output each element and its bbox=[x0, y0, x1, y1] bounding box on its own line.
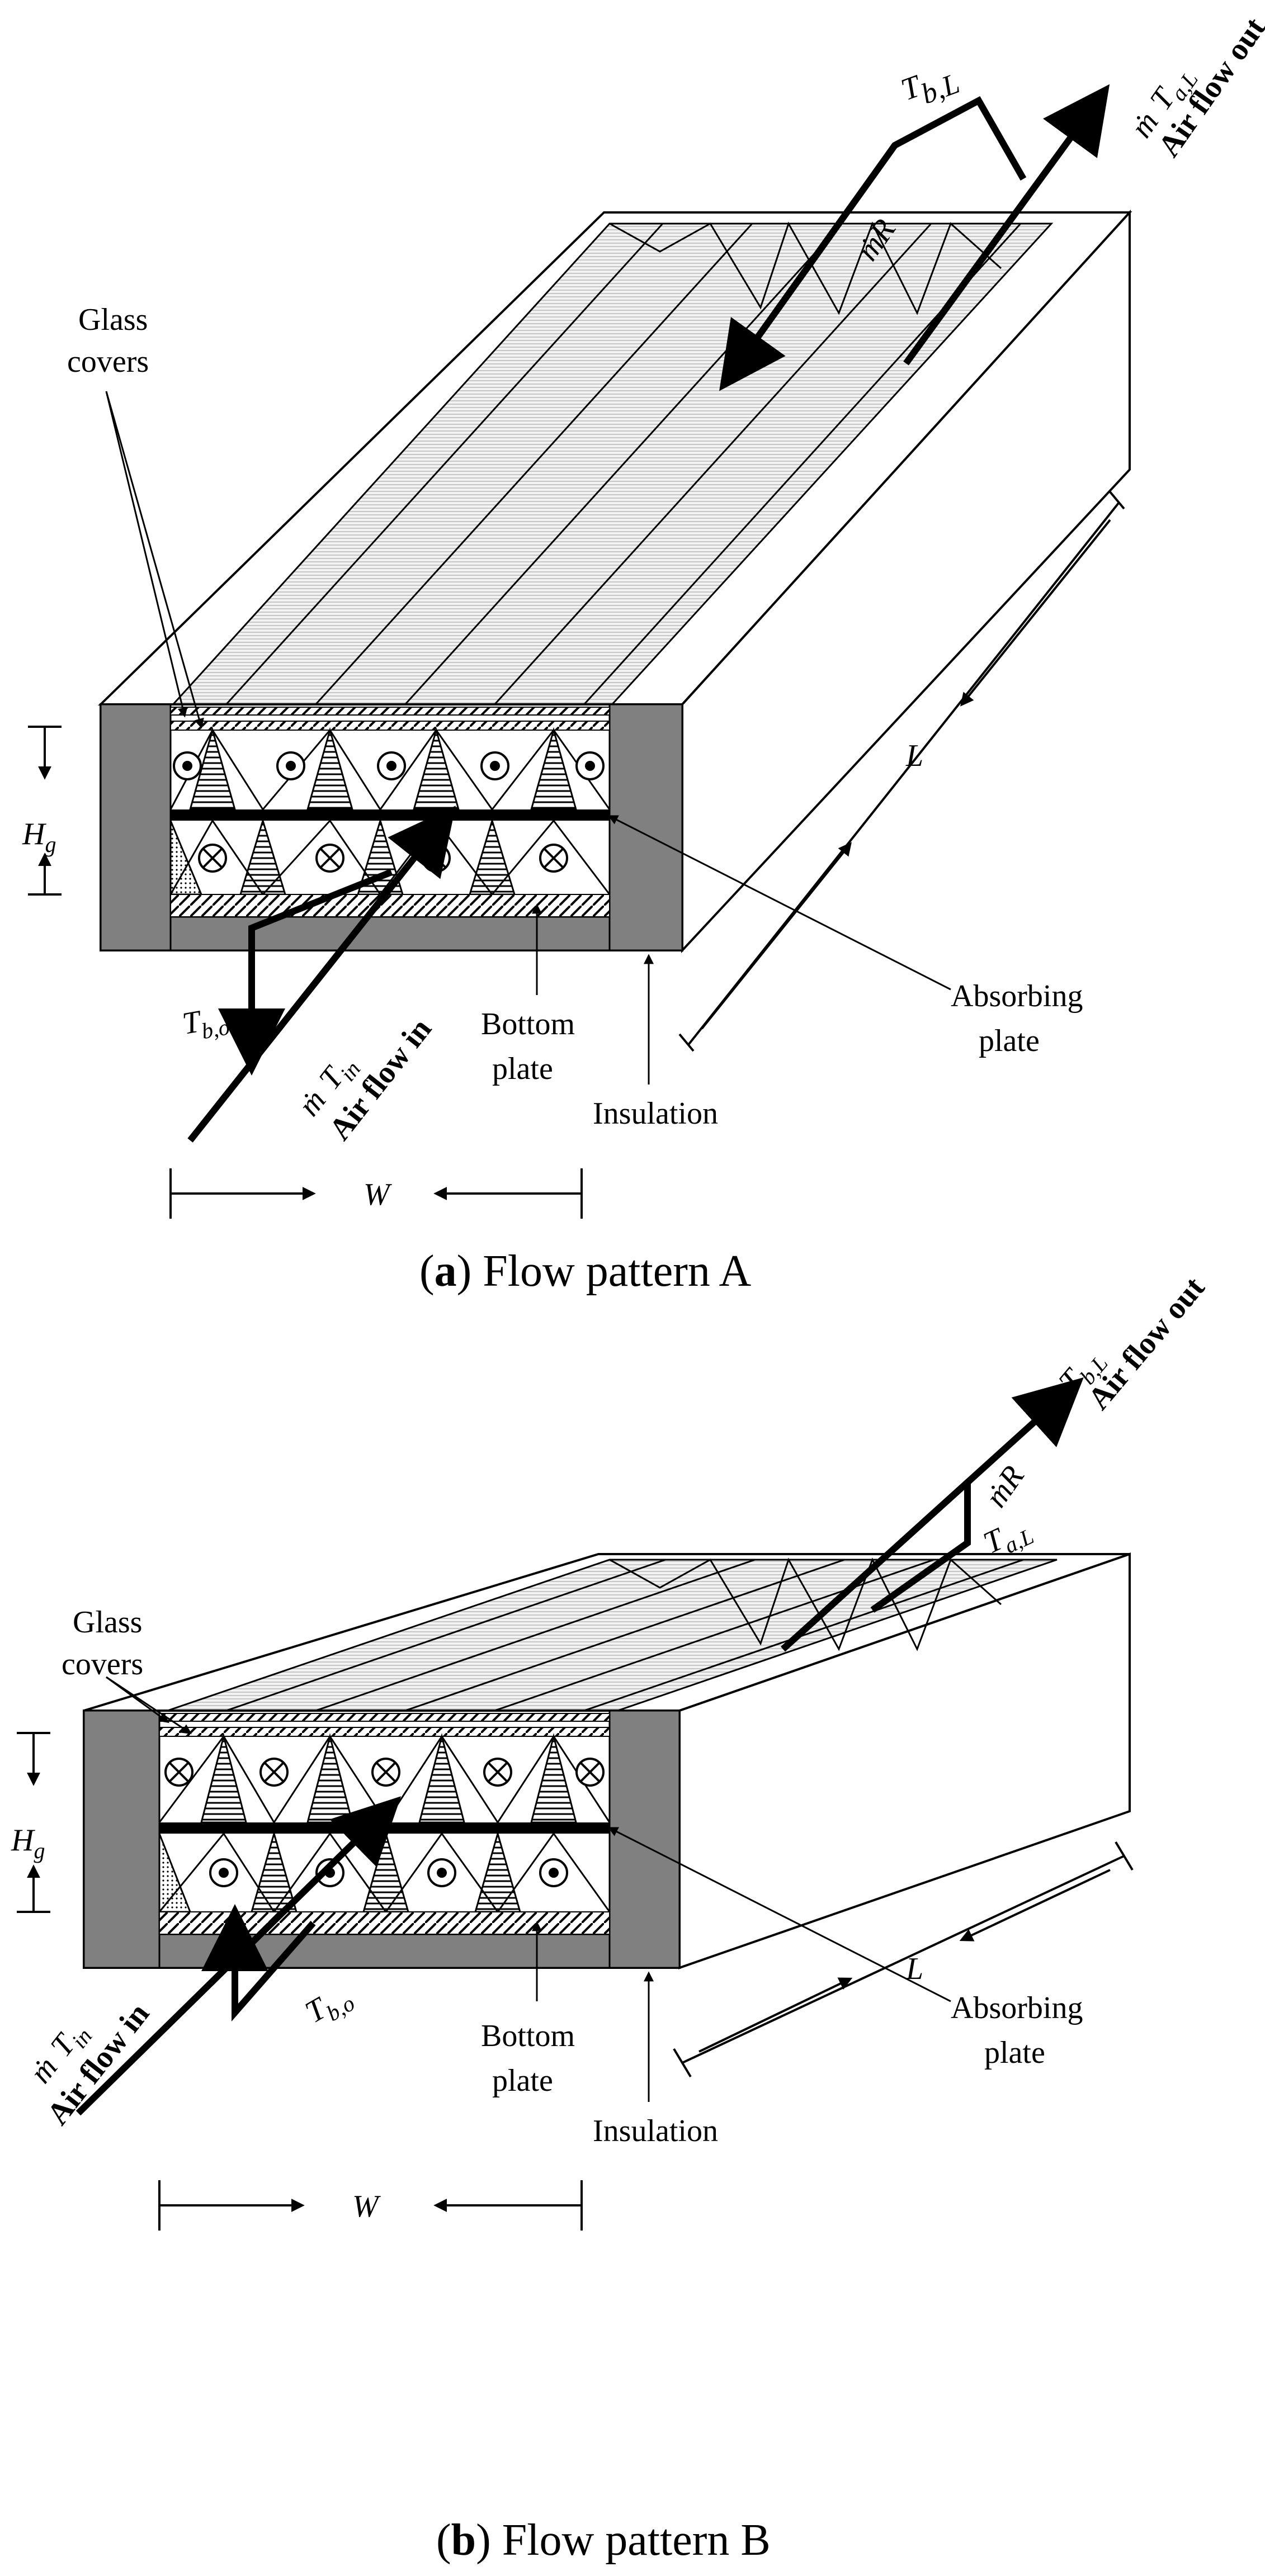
panel-b: Glass covers Absorbing plate Bottom plat… bbox=[11, 1270, 1211, 2565]
absorbing-plate bbox=[159, 1822, 610, 1834]
bottom-plate bbox=[170, 894, 610, 917]
insulation-bottom bbox=[169, 916, 611, 951]
l-label-b: L bbox=[905, 1952, 923, 1986]
bottom-label-a-2: plate bbox=[492, 1052, 553, 1086]
glass-cover-top bbox=[159, 1713, 610, 1722]
absorbing-label-a-2: plate bbox=[979, 1024, 1040, 1058]
m-in-label-b: ṁ bbox=[23, 2051, 64, 2090]
bottom-label-a-1: Bottom bbox=[481, 1007, 575, 1041]
caption-b: (b) Flow pattern B bbox=[436, 2516, 771, 2565]
glass-covers-label-a-2: covers bbox=[67, 344, 149, 379]
t-bo-label-b: Tb,o bbox=[300, 1977, 359, 2035]
hg-label-a: Hg bbox=[22, 817, 56, 857]
absorbing-label-a-1: Absorbing bbox=[951, 979, 1083, 1014]
glass-covers-label-b-2: covers bbox=[62, 1647, 143, 1682]
air-out-label-b: Air flow out bbox=[1081, 1270, 1211, 1416]
insulation-label-a: Insulation bbox=[593, 1096, 718, 1131]
hg-label-b: Hg bbox=[11, 1823, 45, 1863]
absorbing-label-b-1: Absorbing bbox=[951, 1991, 1083, 2025]
w-label-a: W bbox=[364, 1177, 392, 1212]
insulation-right bbox=[608, 1710, 681, 1969]
glass-covers-label-a-1: Glass bbox=[78, 302, 148, 337]
bottom-label-b-2: plate bbox=[492, 2063, 553, 2098]
air-in-label-b: Air flow in bbox=[40, 1997, 156, 2132]
insulation-left bbox=[100, 703, 172, 951]
m-in-label-a: ṁ bbox=[291, 1083, 333, 1123]
glass-cover-lower bbox=[170, 721, 610, 731]
l-label-a: L bbox=[905, 738, 923, 773]
w-label-b: W bbox=[352, 2189, 381, 2224]
insulation-label-b: Insulation bbox=[593, 2114, 718, 2148]
insulation-left bbox=[83, 1710, 161, 1969]
t-bo-label-a: Tb,o bbox=[180, 1000, 231, 1047]
glass-cover-top bbox=[170, 707, 610, 716]
bottom-plate bbox=[159, 1911, 610, 1935]
panel-a: Glass covers Absorbing plate Bottom plat… bbox=[22, 11, 1265, 1296]
caption-a: (a) Flow pattern A bbox=[419, 1247, 751, 1296]
glass-covers-label-b-1: Glass bbox=[73, 1605, 142, 1640]
absorbing-plate bbox=[171, 809, 610, 821]
glass-cover-lower bbox=[159, 1727, 610, 1737]
bottom-label-b-1: Bottom bbox=[481, 2019, 575, 2053]
insulation-right bbox=[608, 703, 683, 951]
absorbing-label-b-2: plate bbox=[984, 2035, 1045, 2070]
t-bl-label-a: Tb,L bbox=[896, 56, 964, 116]
